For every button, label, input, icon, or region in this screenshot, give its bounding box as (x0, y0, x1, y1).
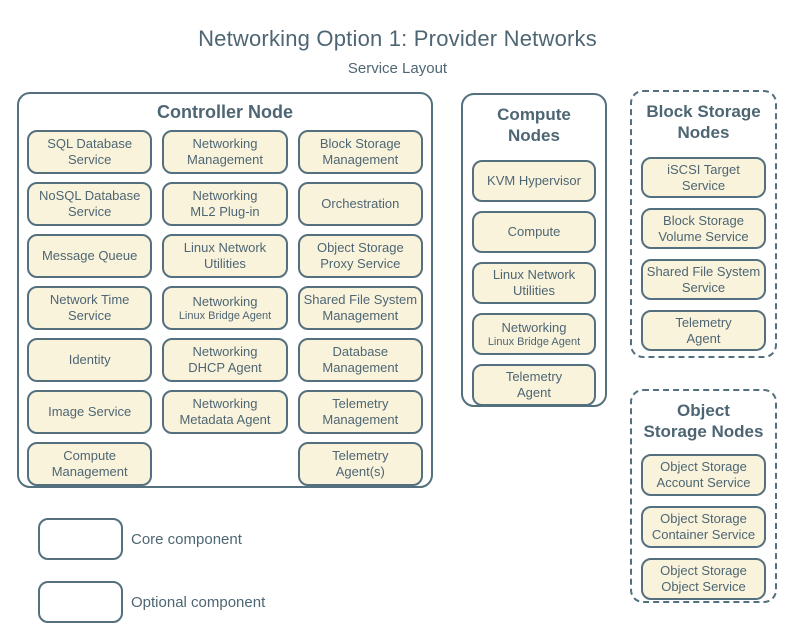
compute-service-list: KVM Hypervisor Compute Linux Network Uti… (463, 160, 605, 406)
box-object-storage-container-service: Object Storage Container Service (641, 506, 766, 548)
box-telemetry-agent-compute: Telemetry Agent (472, 364, 596, 406)
box-orchestration: Orchestration (297, 182, 423, 226)
group-title-controller-node: Controller Node (156, 102, 293, 122)
legend-optional-swatch (38, 581, 123, 623)
block-storage-service-list: iSCSI Target Service Block Storage Volum… (632, 157, 775, 351)
group-block-storage-nodes: Block Storage Nodes iSCSI Target Service… (630, 90, 777, 358)
group-title-compute-nodes: Compute Nodes (497, 105, 571, 145)
box-message-queue: Message Queue (27, 234, 153, 278)
box-compute: Compute (472, 211, 596, 253)
box-networking-dhcp-agent: Networking DHCP Agent (162, 338, 288, 382)
box-linux-network-utilities-compute: Linux Network Utilities (472, 262, 596, 304)
box-sql-database-service: SQL Database Service (27, 130, 153, 174)
box-nosql-database-service: NoSQL Database Service (27, 182, 153, 226)
box-networking-ml2-plugin: Networking ML2 Plug-in (162, 182, 288, 226)
box-kvm-hypervisor: KVM Hypervisor (472, 160, 596, 202)
box-telemetry-agents: Telemetry Agent(s) (297, 442, 423, 486)
box-block-storage-volume-service: Block Storage Volume Service (641, 208, 766, 249)
box-networking-linux-bridge-agent: Networking Linux Bridge Agent (162, 286, 288, 330)
box-object-storage-account-service: Object Storage Account Service (641, 454, 766, 496)
box-image-service: Image Service (27, 390, 153, 434)
legend-core-label: Core component (131, 531, 242, 548)
box-networking-metadata-agent: Networking Metadata Agent (162, 390, 288, 434)
box-networking-linux-bridge-agent-compute: Networking Linux Bridge Agent (472, 313, 596, 355)
group-title-object-storage-nodes: Object Storage Nodes (643, 401, 764, 441)
controller-service-grid: SQL Database Service Networking Manageme… (19, 123, 431, 486)
box-object-storage-object-service: Object Storage Object Service (641, 558, 766, 600)
legend-core-swatch (38, 518, 123, 560)
group-title-block-storage-nodes: Block Storage Nodes (646, 102, 761, 142)
box-shared-file-system-service: Shared File System Service (641, 259, 766, 300)
box-object-storage-proxy-service: Object Storage Proxy Service (297, 234, 423, 278)
legend-optional-label: Optional component (131, 594, 266, 611)
box-network-time-service: Network Time Service (27, 286, 153, 330)
page-subtitle: Service Layout (347, 60, 448, 77)
box-database-management: Database Management (297, 338, 423, 382)
box-linux-network-utilities: Linux Network Utilities (162, 234, 288, 278)
box-networking-management: Networking Management (162, 130, 288, 174)
box-iscsi-target-service: iSCSI Target Service (641, 157, 766, 198)
box-telemetry-agent-block: Telemetry Agent (641, 310, 766, 351)
group-controller-node: Controller Node SQL Database Service Net… (17, 92, 433, 488)
box-shared-file-system-management: Shared File System Management (297, 286, 423, 330)
box-block-storage-management: Block Storage Management (297, 130, 423, 174)
page-title: Networking Option 1: Provider Networks (198, 26, 597, 51)
box-compute-management: Compute Management (27, 442, 153, 486)
box-telemetry-management: Telemetry Management (297, 390, 423, 434)
group-compute-nodes: Compute Nodes KVM Hypervisor Compute Lin… (461, 93, 607, 407)
object-storage-service-list: Object Storage Account Service Object St… (632, 454, 775, 600)
group-object-storage-nodes: Object Storage Nodes Object Storage Acco… (630, 389, 777, 603)
box-identity: Identity (27, 338, 153, 382)
